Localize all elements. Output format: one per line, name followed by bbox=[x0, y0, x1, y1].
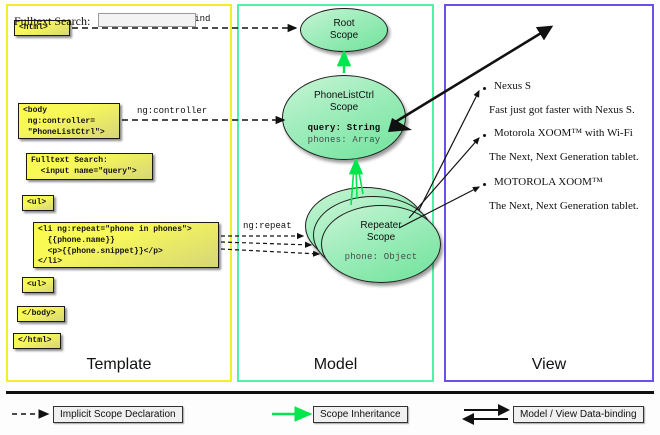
legend-item-scope-inheritance: Scope Inheritance bbox=[313, 406, 408, 423]
scope-repeater: Repeater Scope phone: Object bbox=[321, 205, 441, 283]
view-item-snippet-1: The Next, Next Generation tablet. bbox=[489, 151, 639, 163]
scope-root-title-2: Scope bbox=[329, 29, 359, 41]
code-box-body-close: </body> bbox=[17, 306, 65, 322]
scope-root-title-1: Root bbox=[333, 18, 355, 29]
panel-view: View bbox=[444, 4, 654, 382]
legend-divider bbox=[6, 391, 654, 394]
code-box-html-open: <html> bbox=[14, 20, 70, 36]
panel-view-title: View bbox=[531, 356, 567, 373]
code-box-search-markup: Fulltext Search: <input name="query"> bbox=[26, 153, 153, 180]
view-item-name-0: Nexus S bbox=[494, 80, 531, 92]
view-search-input[interactable] bbox=[98, 13, 196, 27]
panel-template-title: Template bbox=[86, 356, 152, 373]
panel-template: Template bbox=[6, 4, 232, 382]
legend-item-model-view-data-binding: Model / View Data-binding bbox=[513, 406, 644, 423]
legend-item-implicit-scope-declaration: Implicit Scope Declaration bbox=[53, 406, 183, 423]
code-box-html-close: </html> bbox=[13, 333, 61, 349]
view-bullet-1 bbox=[483, 134, 486, 137]
code-box-body-open: <body ng:controller= "PhoneListCtrl"> bbox=[18, 103, 120, 139]
view-item-snippet-0: Fast just got faster with Nexus S. bbox=[489, 104, 635, 116]
view-item-name-2: MOTOROLA XOOM™ bbox=[494, 176, 603, 188]
view-item-name-1: Motorola XOOM™ with Wi-Fi bbox=[494, 127, 633, 139]
panel-model-title: Model bbox=[313, 356, 358, 373]
code-box-ul-close: <ul> bbox=[22, 277, 54, 293]
scope-phonelistctrl-title-2: Scope bbox=[329, 101, 359, 113]
scope-phonelistctrl-prop-phones: phones: Array bbox=[307, 134, 381, 145]
scope-phonelistctrl: PhoneListCtrl Scope query: String phones… bbox=[282, 75, 406, 160]
code-box-ul-open: <ul> bbox=[22, 195, 54, 211]
view-bullet-2 bbox=[483, 183, 486, 186]
scope-repeater-title-1: Repeater bbox=[360, 220, 402, 231]
view-bullet-0 bbox=[483, 87, 486, 90]
view-item-snippet-2: The Next, Next Generation tablet. bbox=[489, 200, 639, 212]
label-ng-repeat: ng:repeat bbox=[243, 221, 292, 231]
view-search-label: Fulltext Search: bbox=[14, 14, 91, 28]
code-box-li-repeat: <li ng:repeat="phone in phones"> {{phone… bbox=[33, 222, 219, 268]
scope-phonelistctrl-prop-query: query: String bbox=[307, 123, 381, 133]
scope-root: Root Scope bbox=[300, 8, 388, 52]
scope-phonelistctrl-title-1: PhoneListCtrl bbox=[313, 90, 375, 101]
label-ng-controller: ng:controller bbox=[137, 106, 208, 116]
scope-repeater-prop-phone: phone: Object bbox=[344, 252, 418, 262]
scope-repeater-title-2: Scope bbox=[366, 231, 396, 243]
